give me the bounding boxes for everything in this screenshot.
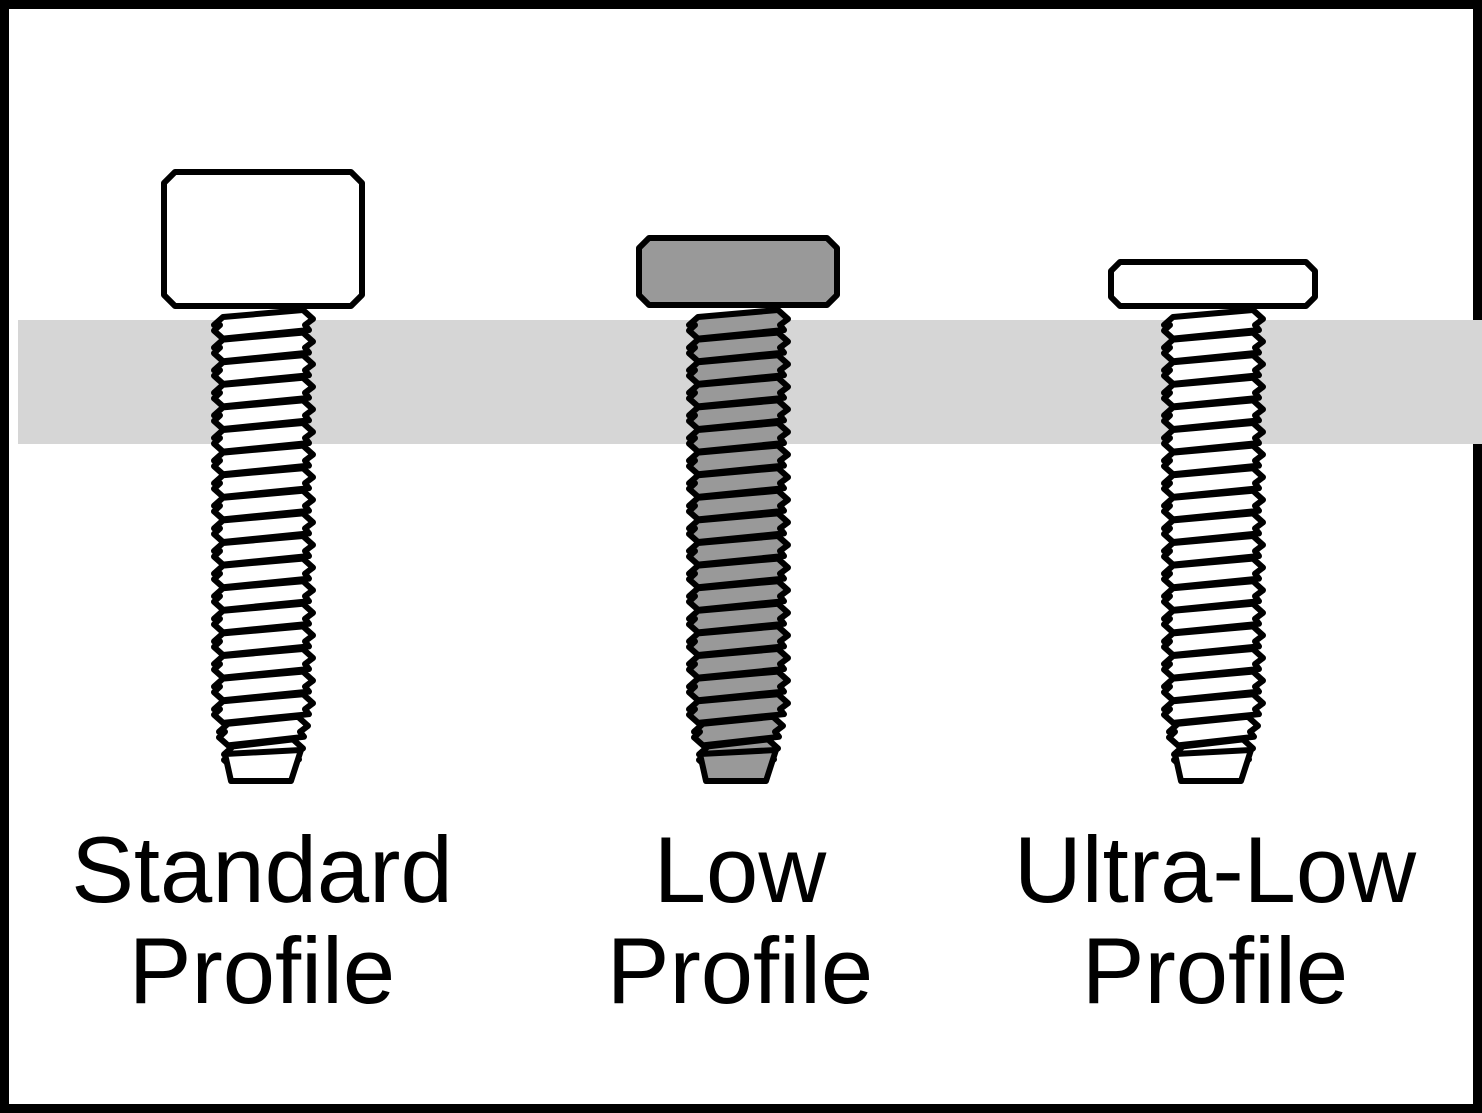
screw-low-tip bbox=[697, 747, 779, 784]
label-ultra-low-line2: Profile bbox=[1081, 918, 1349, 1023]
screw-ultra-low bbox=[1108, 259, 1318, 784]
screw-standard-head bbox=[161, 169, 365, 309]
screw-standard-tip bbox=[222, 747, 304, 784]
screw-ultra-low-head bbox=[1108, 259, 1318, 309]
screw-low-head bbox=[636, 235, 840, 308]
label-standard-line2: Profile bbox=[128, 918, 396, 1023]
screw-low bbox=[636, 235, 840, 784]
label-low-profile: Low Profile bbox=[480, 819, 1000, 1021]
label-ultra-low-line1: Ultra-Low bbox=[1013, 817, 1417, 922]
label-ultra-low-profile: Ultra-Low Profile bbox=[955, 819, 1475, 1021]
screw-standard bbox=[161, 169, 365, 784]
label-low-line2: Profile bbox=[606, 918, 874, 1023]
label-standard-line1: Standard bbox=[71, 817, 453, 922]
screw-ultra-low-tip bbox=[1172, 747, 1254, 784]
label-standard-profile: Standard Profile bbox=[2, 819, 522, 1021]
label-low-line1: Low bbox=[653, 817, 827, 922]
